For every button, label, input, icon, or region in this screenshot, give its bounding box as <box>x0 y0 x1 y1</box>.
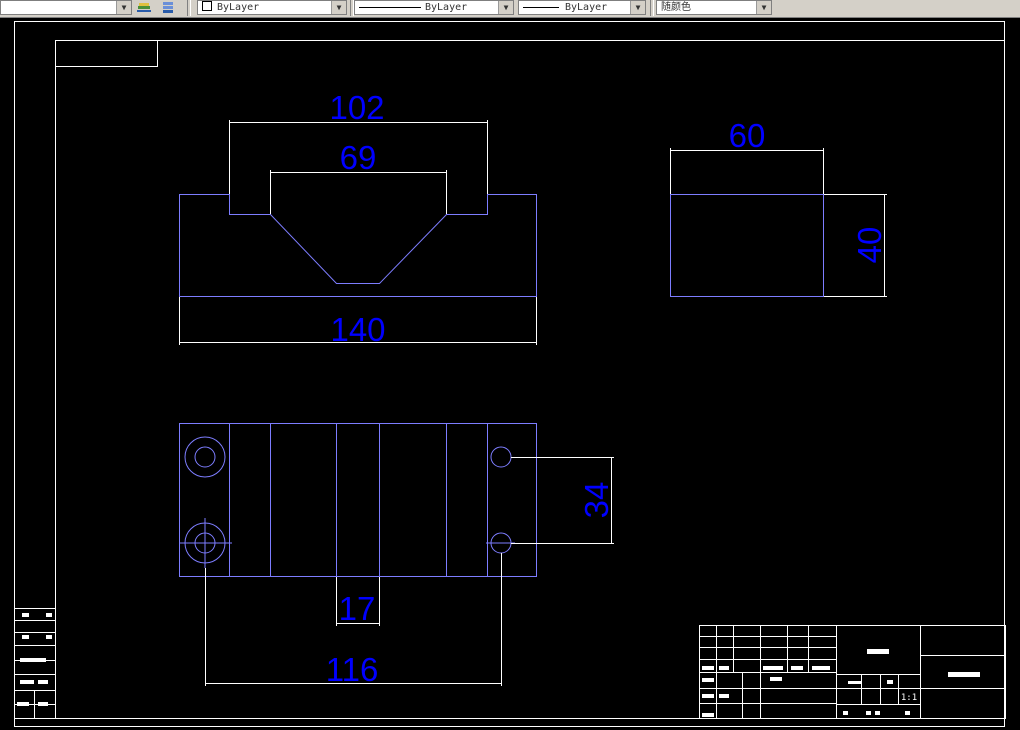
toolbar-separator <box>187 0 191 16</box>
side-view <box>670 194 824 297</box>
toolbar-separator <box>350 0 354 16</box>
title-block-scale: 1:1 <box>901 693 917 703</box>
side-view-dimensions <box>670 148 887 297</box>
color-control-value: ByLayer <box>217 2 260 13</box>
dim-34-label: 34 <box>578 482 615 519</box>
toolbar-separator <box>650 0 654 16</box>
prev-combo[interactable]: ▼ <box>0 0 132 15</box>
left-revision-table <box>14 608 56 719</box>
dim-116-label: 116 <box>326 651 379 688</box>
layer-state-icon[interactable] <box>136 0 152 14</box>
plotstyle-control-value: 随颜色 <box>661 2 691 13</box>
dim-17-label: 17 <box>339 590 376 627</box>
drawing-canvas[interactable]: 102 69 140 60 40 34 17 116 <box>0 17 1020 730</box>
lineweight-control-value: ByLayer <box>565 2 608 13</box>
dim-102-label: 102 <box>329 89 384 126</box>
title-block: 1:1 <box>699 625 1006 719</box>
linetype-sample <box>359 7 421 8</box>
front-view <box>179 194 537 297</box>
lineweight-control-combo[interactable]: ByLayer ▼ <box>518 0 646 15</box>
chevron-down-icon[interactable]: ▼ <box>630 1 645 14</box>
drawing-frame <box>14 21 1005 727</box>
dim-60-label: 60 <box>729 117 766 154</box>
front-view-dimensions <box>179 120 537 345</box>
code-box <box>55 40 158 67</box>
linetype-control-value: ByLayer <box>425 2 468 13</box>
outer-border <box>14 21 1005 727</box>
dim-140-label: 140 <box>330 311 385 348</box>
chevron-down-icon[interactable]: ▼ <box>116 1 131 14</box>
dim-69-label: 69 <box>340 139 377 176</box>
chevron-down-icon[interactable]: ▼ <box>331 1 346 14</box>
linetype-control-combo[interactable]: ByLayer ▼ <box>354 0 514 15</box>
dim-40-label: 40 <box>851 227 888 264</box>
lineweight-sample <box>523 7 559 8</box>
chevron-down-icon[interactable]: ▼ <box>498 1 513 14</box>
properties-toolbar: ▼ ByLayer ▼ ByLayer ▼ ByLayer ▼ 随颜色 ▼ <box>0 0 1020 18</box>
top-view <box>179 423 537 577</box>
plotstyle-control-combo[interactable]: 随颜色 ▼ <box>656 0 772 15</box>
dimension-labels: 102 69 140 60 40 34 17 116 <box>326 89 888 688</box>
inner-border <box>55 40 1005 719</box>
top-view-dimensions <box>205 457 614 686</box>
color-control-combo[interactable]: ByLayer ▼ <box>197 0 347 15</box>
chevron-down-icon[interactable]: ▼ <box>756 1 771 14</box>
color-swatch <box>202 1 212 14</box>
layer-previous-icon[interactable] <box>160 0 176 14</box>
